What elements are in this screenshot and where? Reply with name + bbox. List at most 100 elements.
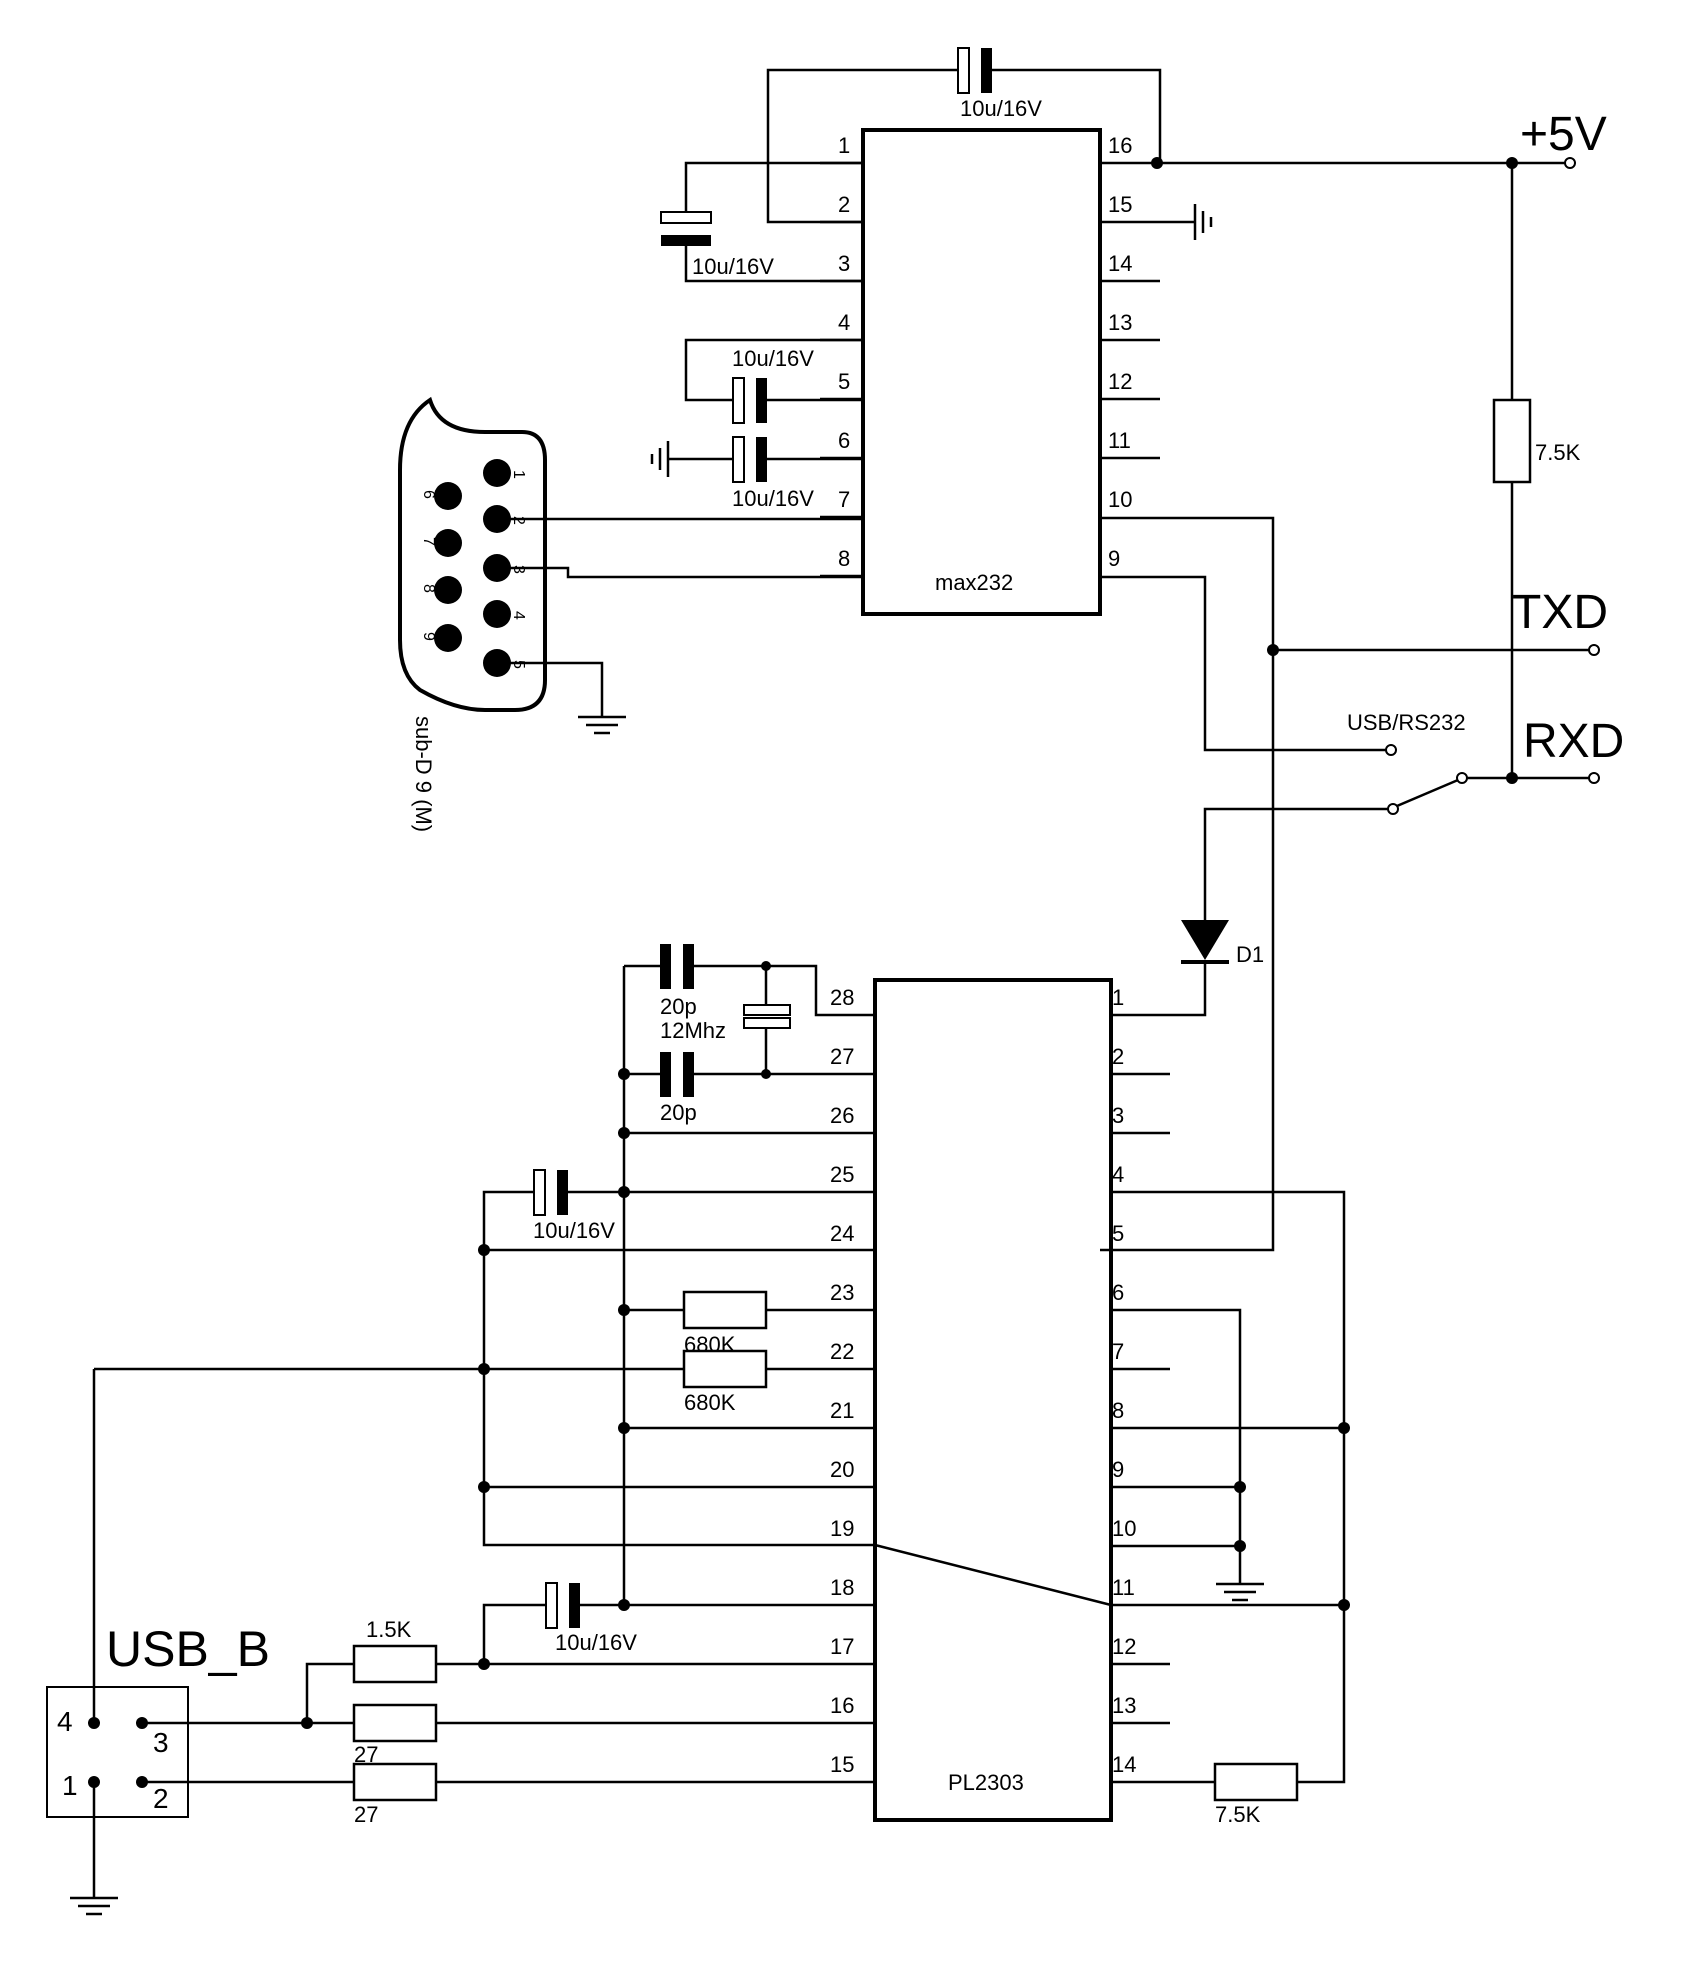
vcc-label: +5V	[1520, 108, 1607, 161]
subd-pin-1: 1	[510, 470, 527, 479]
subd-pin-8: 8	[420, 584, 437, 593]
cap-pin13-value: 10u/16V	[692, 254, 774, 279]
r-14-value: 7.5K	[1215, 1802, 1261, 1827]
pl2303-pin-28: 28	[830, 985, 854, 1010]
pl2303-pin-1: 1	[1112, 985, 1124, 1010]
pl2303-pin-16: 16	[830, 1693, 854, 1718]
pl2303-pin-19: 19	[830, 1516, 854, 1541]
txd-net: TXD	[1100, 516, 1608, 1252]
max232-pin-5: 5	[838, 369, 850, 394]
usb-pin-4: 4	[57, 1706, 73, 1737]
r-22-value: 680K	[684, 1390, 736, 1415]
r-17-value: 1.5K	[366, 1617, 412, 1642]
max232-pin-1: 1	[838, 133, 850, 158]
cap-pin-18: 10u/16V	[478, 1582, 875, 1670]
usb-pin-2: 2	[153, 1783, 169, 1814]
pl2303-pin-4: 4	[1112, 1162, 1124, 1187]
pl2303-pin-24: 24	[830, 1221, 854, 1246]
max232-pin-15: 15	[1108, 192, 1132, 217]
r-pullup-value: 7.5K	[1535, 440, 1581, 465]
pl2303-pin-25: 25	[830, 1162, 854, 1187]
c-xtal1-value: 20p	[660, 994, 697, 1019]
max232-pin-2: 2	[838, 192, 850, 217]
max232-pin-14: 14	[1108, 251, 1132, 276]
cap-pins-1-3: 10u/16V	[660, 161, 863, 283]
cap-pin6-value: 10u/16V	[732, 486, 814, 511]
pl2303-pin-3: 3	[1112, 1103, 1124, 1128]
rs232-rx-net: USB/RS232	[1100, 575, 1466, 756]
pl2303-pin-15: 15	[830, 1752, 854, 1777]
cap-pins-4-5: 10u/16V	[684, 338, 863, 424]
diode-label: D1	[1236, 942, 1264, 967]
pl2303-label: PL2303	[948, 1770, 1024, 1795]
pl2303-pin-8: 8	[1112, 1398, 1124, 1423]
pl2303-pin-11: 11	[1112, 1575, 1135, 1600]
subd-pin-4: 4	[510, 611, 527, 620]
usb-pin-1: 1	[62, 1770, 78, 1801]
max232-pin-10: 10	[1108, 487, 1132, 512]
max232-pin-3: 3	[838, 251, 850, 276]
cap-top-2-16: 10u/16V	[766, 47, 1162, 224]
max232-pin-9: 9	[1108, 546, 1120, 571]
crystal-label: 12Mhz	[660, 1018, 726, 1043]
pl2303-pin-14: 14	[1112, 1752, 1136, 1777]
connector-label: sub-D 9 (M)	[411, 716, 436, 832]
pl2303-pin-26: 26	[830, 1103, 854, 1128]
cap-top-value: 10u/16V	[960, 96, 1042, 121]
pl2303-pin-18: 18	[830, 1575, 854, 1600]
usb-label: USB_B	[106, 1621, 270, 1677]
pl2303-pin-22: 22	[830, 1339, 854, 1364]
pl2303-pin-23: 23	[830, 1280, 854, 1305]
vcc-rail: +5V 7.5K	[1100, 108, 1607, 778]
switch-label: USB/RS232	[1347, 710, 1466, 735]
pl2303-pin-20: 20	[830, 1457, 854, 1482]
subd-pin-9: 9	[420, 632, 437, 641]
usb-b-connector: 4 3 1 2 USB_B	[46, 1369, 270, 1916]
max232-pin-16: 16	[1108, 133, 1132, 158]
cap-pin45-value: 10u/16V	[732, 346, 814, 371]
pl2303-pin-27: 27	[830, 1044, 854, 1069]
max232-label: max232	[935, 570, 1013, 595]
max232-pin-6: 6	[838, 428, 850, 453]
pl2303-pin-9: 9	[1112, 1457, 1124, 1482]
cap-25-value: 10u/16V	[533, 1218, 615, 1243]
cap-pin-6: 10u/16V	[650, 436, 863, 511]
subd-pin-5: 5	[510, 660, 527, 669]
diode-d1: D1	[1112, 807, 1388, 1017]
pl2303-pin-7: 7	[1112, 1339, 1124, 1364]
pl2303-pin-13: 13	[1112, 1693, 1136, 1718]
pl2303-pin-5: 5	[1112, 1221, 1124, 1246]
max232-pin-4: 4	[838, 310, 850, 335]
max232-pin-13: 13	[1108, 310, 1132, 335]
net-pin19-11	[874, 1543, 1112, 1607]
subd-pin-6: 6	[420, 490, 437, 499]
pl2303-pin-21: 21	[830, 1398, 854, 1423]
ground-pin15	[1100, 204, 1213, 240]
cap-18-value: 10u/16V	[555, 1630, 637, 1655]
pl2303-pin-10: 10	[1112, 1516, 1136, 1541]
max232-pin-11: 11	[1108, 428, 1131, 453]
rxd-label: RXD	[1523, 715, 1624, 768]
max232-pin-12: 12	[1108, 369, 1132, 394]
max232-pin-7: 7	[838, 487, 850, 512]
max232-pin-8: 8	[838, 546, 850, 571]
pl2303-pin-12: 12	[1112, 1634, 1136, 1659]
cap-pin-25: 10u/16V	[478, 1169, 875, 1547]
pl2303-pin-17: 17	[830, 1634, 854, 1659]
r-15-value: 27	[354, 1802, 378, 1827]
pl2303-pin-2: 2	[1112, 1044, 1124, 1069]
pl2303-right-nets: 7.5K	[1111, 1190, 1350, 1827]
resistors-16-15: 27 27	[142, 1703, 875, 1827]
crystal-section: 20p 12Mhz 20p	[618, 944, 875, 1611]
usb-pin-3: 3	[153, 1727, 169, 1758]
c-xtal2-value: 20p	[660, 1100, 697, 1125]
subd-pin-7: 7	[420, 537, 437, 546]
resistors-23-22: 680K 680K	[94, 1290, 875, 1415]
txd-label: TXD	[1512, 586, 1608, 639]
pl2303-pin-6: 6	[1112, 1280, 1124, 1305]
usb-rs232-switch[interactable]: RXD	[1387, 715, 1624, 815]
